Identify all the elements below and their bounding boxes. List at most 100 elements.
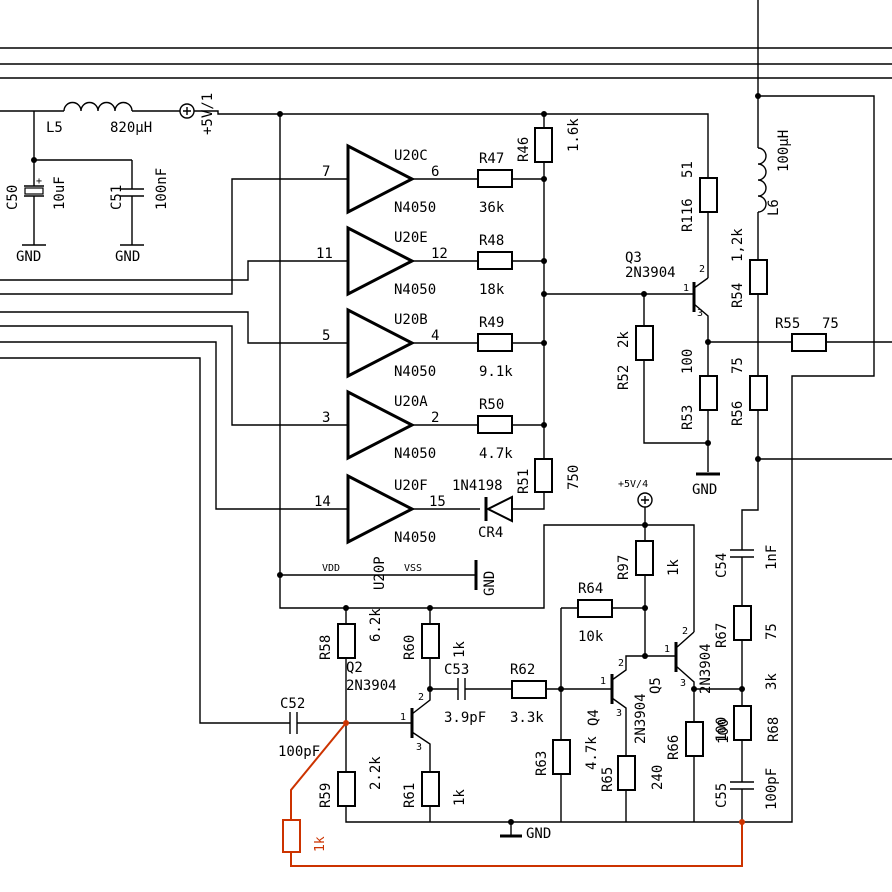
top-supply-rail bbox=[277, 111, 709, 609]
r53-value: 100 bbox=[680, 349, 696, 374]
plus5v1-label: +5V/1 bbox=[200, 93, 216, 135]
u20a-part: N4050 bbox=[394, 446, 436, 462]
r54-value: 1,2k bbox=[730, 228, 746, 262]
q5-pin2: 2 bbox=[682, 626, 688, 637]
r66-ref: R66 bbox=[666, 735, 682, 760]
u20e-ref: U20E bbox=[394, 230, 428, 246]
left-input-bus bbox=[0, 357, 290, 724]
gnd-label-bottom: GND bbox=[526, 826, 551, 842]
buffer-u20c: 7 6 U20C N4050 bbox=[0, 143, 478, 295]
q2-pin2: 2 bbox=[418, 692, 424, 703]
c50-value: 10uF bbox=[52, 176, 68, 210]
output-stage: +5V/4 R97 1k R64 10k 1 2 3 Q4 2N3904 R65… bbox=[558, 479, 782, 822]
ladder-resistors: R47 36k R48 18k R49 9.1k R50 4.7k bbox=[477, 151, 544, 462]
r56-value: 75 bbox=[730, 357, 746, 374]
u20b-in-pin: 5 bbox=[322, 328, 330, 344]
q2-pin1: 1 bbox=[400, 712, 406, 723]
r66-value: 100 bbox=[716, 719, 732, 744]
buffer-u20e: 11 12 U20E N4050 bbox=[0, 225, 478, 298]
q5-pin3: 3 bbox=[680, 678, 686, 689]
cr4-ref: CR4 bbox=[478, 525, 503, 541]
l5-ref: L5 bbox=[46, 120, 63, 136]
r62-ref: R62 bbox=[510, 662, 535, 678]
c55-value: 100pF bbox=[764, 768, 780, 810]
c54-ref: C54 bbox=[714, 553, 730, 578]
r65-value: 240 bbox=[650, 765, 666, 790]
u20a-out-pin: 2 bbox=[431, 410, 439, 426]
u20b-ref: U20B bbox=[394, 312, 428, 328]
l5-inductor bbox=[63, 101, 133, 112]
r68-value: 3k bbox=[764, 673, 780, 690]
q5-ref: Q5 bbox=[648, 677, 664, 694]
q5-part: 2N3904 bbox=[698, 643, 714, 694]
u20e-out-pin: 12 bbox=[431, 246, 448, 262]
r50-value: 4.7k bbox=[479, 446, 513, 462]
u20a-ref: U20A bbox=[394, 394, 428, 410]
l6-inductor bbox=[757, 147, 767, 213]
u20p-vss: VSS bbox=[404, 563, 422, 574]
r50-ref: R50 bbox=[479, 397, 504, 413]
r46-value: 1.6k bbox=[566, 118, 582, 152]
l5-filter-network: L5 820µH +5V/1 + C50 10uF GND C51 100nF … bbox=[0, 93, 280, 265]
cr4-part: 1N4198 bbox=[452, 478, 503, 494]
r61-value: 1k bbox=[452, 789, 468, 806]
r56-ref: R56 bbox=[730, 401, 746, 426]
r63-value: 4.7k bbox=[584, 736, 600, 770]
r55-value: 75 bbox=[822, 316, 839, 332]
u20c-in-pin: 7 bbox=[322, 164, 330, 180]
r63-ref: R63 bbox=[534, 751, 550, 776]
r49-value: 9.1k bbox=[479, 364, 513, 380]
u20p-gnd: GND bbox=[482, 571, 498, 596]
r46-ref: R46 bbox=[516, 137, 532, 162]
r51-ref: R51 bbox=[516, 469, 532, 494]
r47-value: 36k bbox=[479, 200, 505, 216]
r67-value: 75 bbox=[764, 623, 780, 640]
r61-ref: R61 bbox=[402, 783, 418, 808]
l5-value: 820µH bbox=[110, 120, 152, 136]
q2-part: 2N3904 bbox=[346, 678, 397, 694]
c50-plus: + bbox=[36, 176, 42, 187]
r48-value: 18k bbox=[479, 282, 505, 298]
q5-pin1: 1 bbox=[664, 644, 670, 655]
q4-pin1: 1 bbox=[600, 676, 606, 687]
gnd-label-q3: GND bbox=[692, 482, 717, 498]
q3-pin1: 1 bbox=[683, 283, 689, 294]
u20f-ref: U20F bbox=[394, 478, 428, 494]
u20p-ref: U20P bbox=[372, 556, 388, 590]
q2-ref: Q2 bbox=[346, 660, 363, 676]
u20e-in-pin: 11 bbox=[316, 246, 333, 262]
r116-value: 51 bbox=[680, 161, 696, 178]
q2-pin3: 3 bbox=[416, 742, 422, 753]
l6-ref: L6 bbox=[766, 199, 782, 216]
buffer-u20a: 3 2 U20A N4050 bbox=[0, 325, 478, 462]
r58-ref: R58 bbox=[318, 635, 334, 660]
q3-stage: Q3 2N3904 1 2 3 R116 51 GND R52 2k R53 1… bbox=[616, 161, 892, 498]
r64-value: 10k bbox=[578, 629, 604, 645]
r47-ref: R47 bbox=[479, 151, 504, 167]
r52-value: 2k bbox=[616, 331, 632, 348]
r51-value: 750 bbox=[566, 465, 582, 490]
q4-ref: Q4 bbox=[586, 709, 602, 726]
u20c-out-pin: 6 bbox=[431, 164, 439, 180]
rework-resistor-value: 1k bbox=[313, 836, 328, 852]
r52-ref: R52 bbox=[616, 365, 632, 390]
c52-ref: C52 bbox=[280, 696, 305, 712]
c54-value: 1nF bbox=[764, 545, 780, 570]
c52-value: 100pF bbox=[278, 744, 320, 760]
c50-ref: C50 bbox=[5, 185, 21, 210]
u20f-out-pin: 15 bbox=[429, 494, 446, 510]
u20p-vdd: VDD bbox=[322, 563, 340, 574]
r49-ref: R49 bbox=[479, 315, 504, 331]
u20b-part: N4050 bbox=[394, 364, 436, 380]
buffer-u20f: 14 15 U20F N4050 bbox=[0, 341, 480, 546]
c55-ref: C55 bbox=[714, 783, 730, 808]
q4-part: 2N3904 bbox=[633, 693, 649, 744]
l6-column: 100µH L6 R54 1,2k R56 75 bbox=[730, 93, 892, 823]
r67-ref: R67 bbox=[714, 623, 730, 648]
r58-value: 6.2k bbox=[368, 608, 384, 642]
r64-ref: R64 bbox=[578, 581, 603, 597]
u20c-ref: U20C bbox=[394, 148, 428, 164]
u20e-part: N4050 bbox=[394, 282, 436, 298]
plus5v4-label: +5V/4 bbox=[618, 479, 648, 490]
